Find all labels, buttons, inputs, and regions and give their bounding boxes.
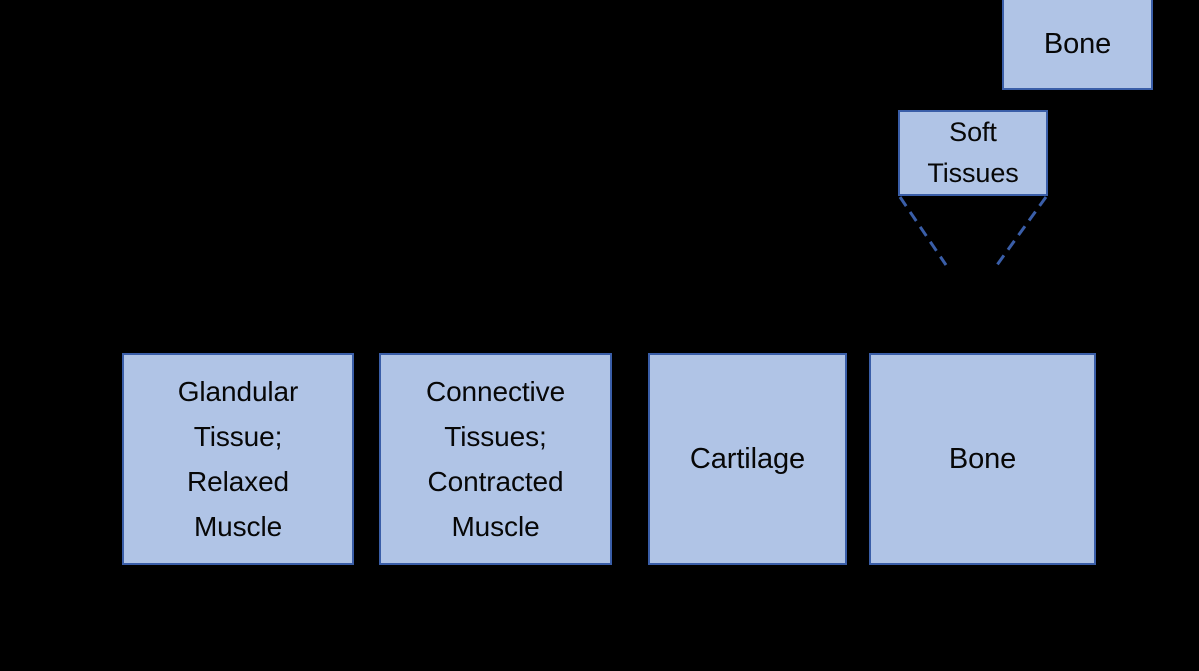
- node-connective-tissues-contracted-muscle[interactable]: Connective Tissues; Contracted Muscle: [379, 353, 612, 565]
- node-glandular-tissue-relaxed-muscle[interactable]: Glandular Tissue; Relaxed Muscle: [122, 353, 354, 565]
- soft-tissues-left-branch-line: [898, 196, 948, 266]
- node-bone-top-label: Bone: [1043, 28, 1112, 60]
- node-bone-bottom[interactable]: Bone: [869, 353, 1096, 565]
- node-bone-top[interactable]: Bone: [1002, 0, 1153, 90]
- node-soft-tissues[interactable]: Soft Tissues: [898, 110, 1048, 196]
- node-cartilage-label: Cartilage: [689, 442, 806, 475]
- node-bone-bottom-label: Bone: [948, 442, 1017, 475]
- node-glandular-tissue-relaxed-muscle-label: Glandular Tissue; Relaxed Muscle: [177, 376, 299, 542]
- node-soft-tissues-label: Soft Tissues: [927, 117, 1019, 188]
- node-cartilage[interactable]: Cartilage: [648, 353, 847, 565]
- soft-tissues-right-branch-line: [995, 196, 1048, 266]
- node-connective-tissues-contracted-muscle-label: Connective Tissues; Contracted Muscle: [425, 376, 566, 542]
